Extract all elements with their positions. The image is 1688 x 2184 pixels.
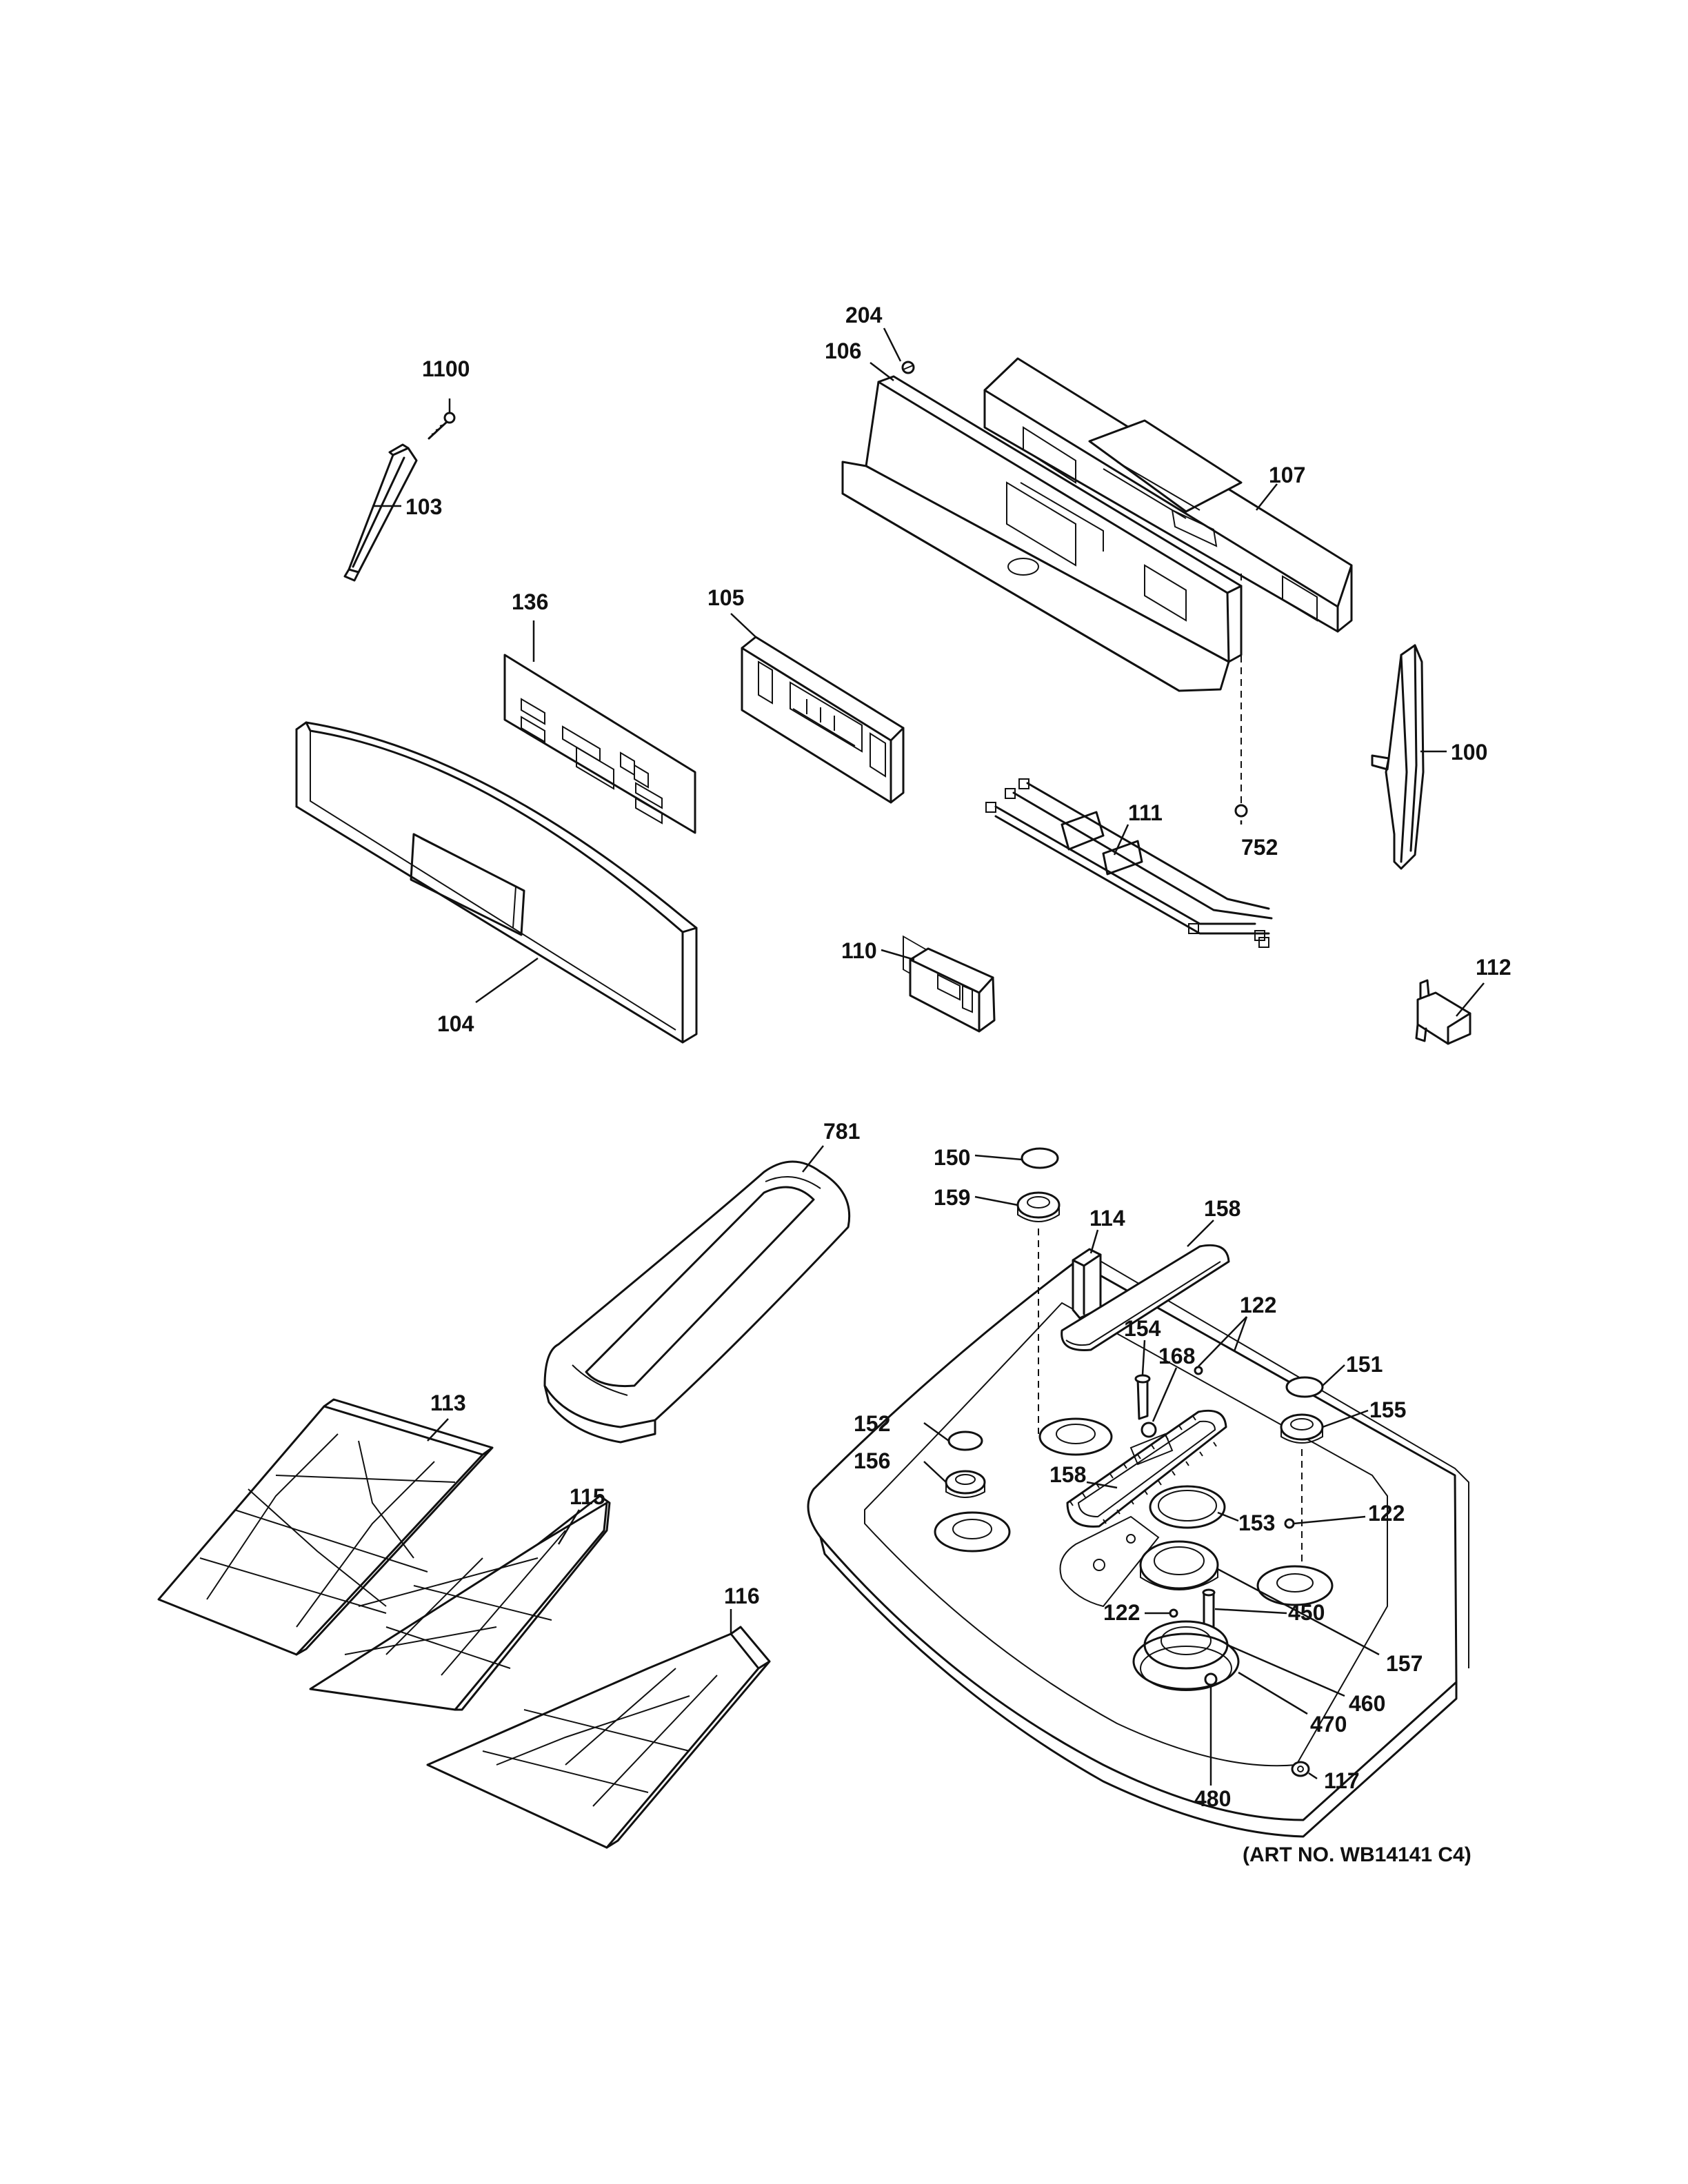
part-1100-screw [428,412,456,440]
part-106-backsplash-panel [841,375,1243,989]
callout-1100: 1100 [422,356,470,381]
part-113-grate [157,1398,494,1656]
part-103-bracket [343,443,418,582]
callout-470: 470 [1310,1712,1347,1737]
callout-115: 115 [570,1484,605,1509]
callout-117: 117 [1324,1768,1360,1793]
part-122-screw-a [1194,1366,1203,1375]
callout-156: 156 [854,1448,890,1473]
burner-center-area [1059,1515,1160,1608]
callout-153: 153 [1238,1510,1275,1535]
part-150-burner-cap [1021,1147,1059,1169]
part-781-griddle [543,1160,851,1444]
cooktop-base [807,1254,1469,1838]
part-152-burner-cap [947,1430,983,1451]
callout-159: 159 [934,1185,970,1210]
part-111-wire-harness [985,778,1273,948]
callout-113: 113 [430,1391,466,1415]
callout-110: 110 [841,938,877,963]
callout-112: 112 [1476,955,1511,980]
callout-122-top: 122 [1240,1293,1276,1317]
part-168-fitting [1129,1422,1174,1466]
callout-168: 168 [1158,1344,1195,1368]
callout-labels: 1100 103 204 106 107 136 105 100 111 752… [405,303,1511,1866]
part-136-overlay [503,654,696,834]
part-110-ignition-module [909,947,996,1033]
callout-114: 114 [1089,1206,1125,1231]
burner-base-left-front [934,1511,1011,1553]
callout-151: 151 [1346,1352,1383,1377]
part-117-nut [1291,1761,1310,1777]
part-158-burner-cover-top [1061,1244,1230,1351]
callout-155: 155 [1369,1397,1406,1422]
callout-150: 150 [934,1145,970,1170]
part-460-burner-head [1132,1620,1240,1690]
part-100-side-trim [1371,644,1425,870]
part-157-burner-head [1139,1540,1219,1590]
part-151-burner-cap [1285,1376,1324,1398]
part-115-grate [309,1495,611,1711]
callout-107: 107 [1269,463,1305,487]
part-105-control-board [741,636,905,804]
top-leaders [372,327,1485,1017]
part-122-screw-b [1284,1518,1295,1529]
art-number: (ART NO. WB14141 C4) [1243,1843,1471,1866]
part-112-valve [1415,979,1471,1045]
callout-105: 105 [707,585,744,610]
callout-752: 752 [1241,835,1278,860]
part-104-control-panel [295,721,698,1044]
callout-460: 460 [1349,1691,1385,1716]
callout-204: 204 [845,303,883,327]
callout-122-lower: 122 [1103,1600,1140,1625]
part-114-bracket [1072,1248,1102,1320]
callout-111: 111 [1128,800,1163,825]
callout-154: 154 [1124,1316,1161,1341]
part-450-electrode [1202,1588,1216,1628]
part-204-screw [901,361,915,374]
callout-116: 116 [724,1584,760,1608]
callout-106: 106 [825,338,861,363]
part-154-electrode [1134,1374,1151,1420]
callout-104: 104 [437,1011,474,1036]
part-470-burner-base [1140,1646,1232,1691]
callout-158-lower: 158 [1049,1462,1086,1487]
callout-136: 136 [512,589,548,614]
part-107-rear-cover [983,357,1353,633]
part-158-griddle-burner [1066,1409,1227,1528]
part-480-screw [1204,1672,1218,1686]
callout-781: 781 [823,1119,860,1144]
callout-480: 480 [1194,1786,1231,1811]
burner-base-left-rear [1038,1417,1113,1456]
part-122-screw-c [1169,1608,1178,1618]
callout-157: 157 [1386,1651,1423,1676]
part-116-grate [426,1626,771,1849]
part-752-screw [1234,574,1248,818]
callout-450: 450 [1288,1600,1325,1625]
callout-152: 152 [854,1411,890,1436]
callout-100: 100 [1451,740,1487,765]
bottom-leaders [427,1145,1380,1786]
callout-158-top: 158 [1204,1196,1240,1221]
callout-103: 103 [405,494,442,519]
part-153-burner-cap [1149,1485,1226,1529]
burner-base-right-front [1256,1565,1334,1606]
part-155-burner-head [1280,1413,1324,1565]
callout-122-right: 122 [1368,1501,1405,1526]
